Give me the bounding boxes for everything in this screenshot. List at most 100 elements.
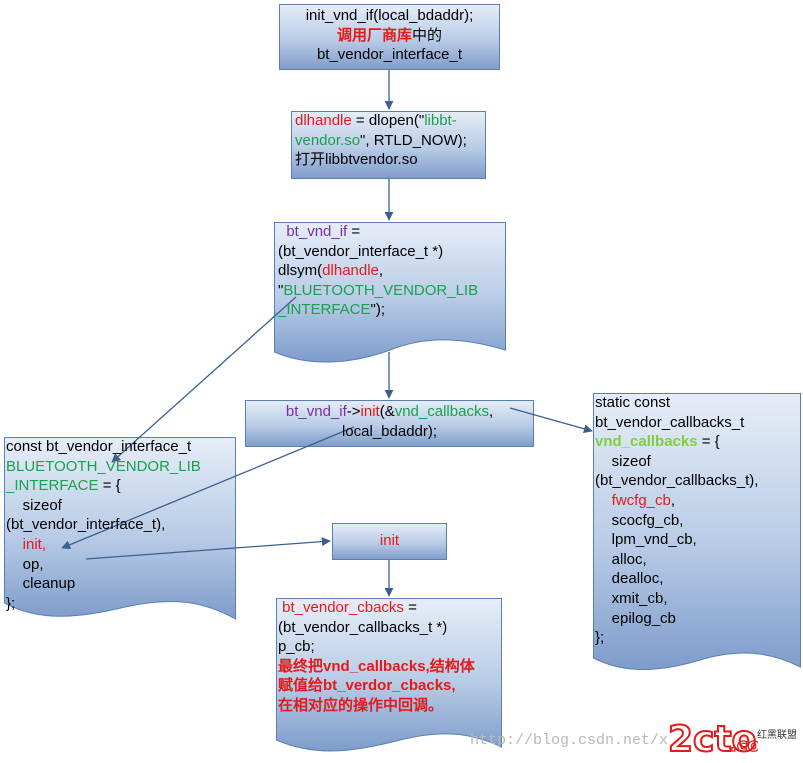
text-segment: =: [403, 599, 417, 616]
text-segment: [595, 492, 612, 509]
text-segment: dlsym(: [278, 262, 323, 280]
text-segment: cleanup: [6, 575, 76, 593]
node-line: };: [595, 628, 799, 648]
text-segment: dlhandle: [322, 262, 379, 280]
node-callbacks-struct-shape: [593, 393, 801, 670]
text-segment: sizeof: [595, 452, 651, 470]
arrow-dlsym-to-interface-struct: [111, 296, 297, 463]
text-segment: ,: [670, 491, 676, 509]
watermark-url: http://blog.csdn.net/x: [470, 732, 669, 749]
text-segment: xmit_cb,: [595, 589, 668, 607]
arrow-init-call-to-interface-init: [61, 426, 355, 550]
node-line: (bt_vendor_interface_t),: [6, 515, 234, 535]
text-segment: vendor.so: [295, 131, 361, 149]
node-cbacks-assign: bt_vendor_cbacks =(bt_vendor_callbacks_t…: [276, 598, 502, 758]
node-line: fwcfg_cb,: [595, 491, 799, 511]
node-line: bt_vendor_cbacks =: [278, 598, 500, 618]
text-segment: ->: [346, 403, 361, 420]
node-line: alloc,: [595, 550, 799, 570]
node-line: bt_vendor_interface_t: [279, 45, 500, 65]
node-line: dealloc,: [595, 569, 799, 589]
node-line: bt_vnd_if->init(&vnd_callbacks,: [245, 402, 534, 422]
text-segment: bt_vendor_callbacks_t: [595, 413, 745, 431]
text-segment: static const: [595, 394, 671, 411]
text-segment: alloc,: [595, 550, 647, 568]
arrow-init-call-to-callbacks-struct: [509, 407, 593, 434]
node-line: };: [6, 594, 234, 614]
text-segment: 赋值给bt_verdor_cbacks,: [278, 677, 456, 695]
text-segment: ,: [488, 403, 494, 420]
node-line: local_bdaddr);: [245, 422, 534, 442]
site-logo: 2cto .com: [668, 718, 758, 757]
node-line: 在相对应的操作中回调。: [278, 696, 500, 716]
text-segment: vnd_callbacks: [394, 403, 489, 420]
text-segment: =: [347, 223, 361, 240]
node-line: p_cb;: [278, 637, 500, 657]
text-segment: ": [278, 281, 284, 299]
node-init-call-shape: [245, 400, 534, 447]
node-line: epilog_cb: [595, 609, 799, 629]
node-line: init,: [6, 535, 234, 555]
text-segment: bt_vnd_if: [285, 403, 347, 420]
text-segment: ", RTLD_NOW);: [360, 131, 467, 149]
text-segment: init: [379, 532, 400, 549]
text-segment: init_vnd_if(local_bdaddr);: [305, 7, 474, 24]
text-segment: const bt_vendor_interface_t: [6, 438, 192, 455]
node-line: cleanup: [6, 574, 234, 594]
text-segment: = {: [98, 477, 121, 495]
node-init-vnd-if-shape: [279, 4, 500, 70]
text-segment: dealloc,: [595, 570, 664, 588]
text-segment: vnd_callbacks: [595, 433, 698, 451]
logo-mark: 2cto: [668, 719, 756, 757]
text-segment: op,: [6, 555, 44, 573]
node-line: init: [332, 531, 447, 551]
node-line: (bt_vendor_callbacks_t *): [278, 618, 500, 638]
node-init-box: init: [332, 523, 447, 560]
text-segment: fwcfg_cb: [611, 491, 671, 509]
node-line: bt_vnd_if =: [278, 222, 502, 242]
node-line: sizeof: [6, 496, 234, 516]
text-segment: 中的: [412, 26, 443, 44]
node-line: 最终把vnd_callbacks,结构体: [278, 657, 500, 677]
node-callbacks-struct: static const bt_vendor_callbacks_t vnd_cal…: [593, 393, 801, 669]
text-segment: = dlopen(": [351, 112, 425, 129]
text-segment: bt_vendor_interface_t: [316, 46, 463, 64]
node-init-call: bt_vnd_if->init(&vnd_callbacks,local_bda…: [245, 400, 534, 447]
text-segment: dlhandle: [295, 112, 352, 129]
text-segment: (bt_vendor_interface_t),: [6, 516, 166, 534]
text-segment: (bt_vendor_interface_t *): [278, 242, 444, 260]
text-segment: libbt-: [424, 112, 457, 129]
text-segment: ,: [378, 262, 384, 280]
arrow-interface-init-to-init-box: [85, 537, 331, 560]
node-line: 打开libbtvendor.so: [295, 150, 482, 170]
node-line: 调用厂商库中的: [279, 26, 500, 46]
node-line: init_vnd_if(local_bdaddr);: [279, 6, 500, 26]
text-segment: bt_vendor_cbacks: [282, 599, 404, 616]
node-line: xmit_cb,: [595, 589, 799, 609]
node-line: vendor.so", RTLD_NOW);: [295, 131, 482, 151]
text-segment: bt_vnd_if: [286, 223, 348, 240]
text-segment: (bt_vendor_callbacks_t *): [278, 618, 448, 636]
node-line: sizeof: [595, 452, 799, 472]
text-segment: epilog_cb: [595, 609, 676, 627]
text-segment: scocfg_cb,: [595, 511, 684, 529]
text-segment: 调用厂商库: [336, 26, 412, 44]
text-segment: [6, 536, 23, 553]
text-segment: 打开libbtvendor.so: [295, 151, 418, 169]
text-segment: 最终把vnd_callbacks,结构体: [278, 657, 475, 675]
text-segment: _INTERFACE: [6, 477, 99, 495]
node-line: (bt_vendor_interface_t *): [278, 242, 502, 262]
text-segment: (bt_vendor_callbacks_t),: [595, 472, 759, 490]
node-dlsym: bt_vnd_if =(bt_vendor_interface_t *)dlsy…: [274, 222, 506, 364]
node-dlopen-shape: [291, 111, 486, 179]
text-segment: p_cb;: [278, 638, 315, 656]
node-line: op,: [6, 555, 234, 575]
text-segment: (&: [379, 403, 395, 420]
text-segment: 在相对应的操作中回调。: [278, 696, 444, 714]
node-line: bt_vendor_callbacks_t: [595, 413, 799, 433]
text-segment: BLUETOOTH_VENDOR_LIB: [283, 281, 479, 299]
node-cbacks-assign-shape: [276, 598, 502, 752]
